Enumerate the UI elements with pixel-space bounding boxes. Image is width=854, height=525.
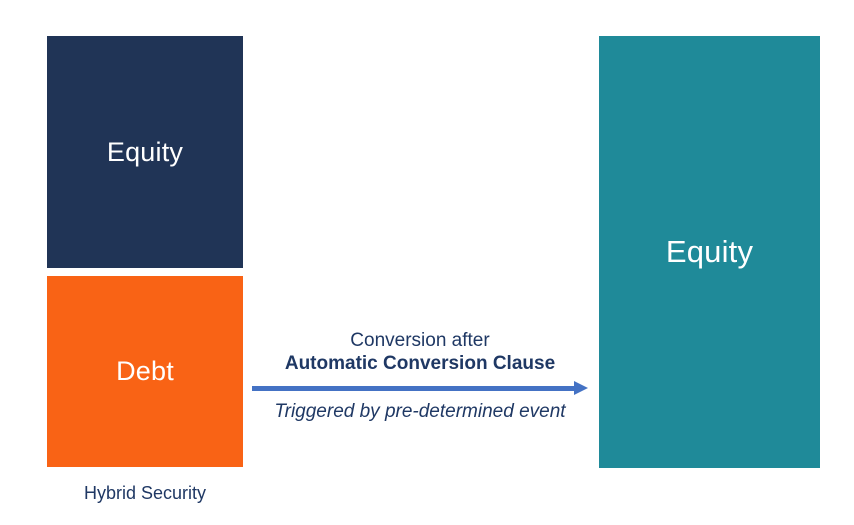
arrow-shaft [252, 386, 575, 391]
hybrid-security-caption: Hybrid Security [83, 483, 207, 503]
conversion-annotation: Conversion after Automatic Conversion Cl… [232, 329, 608, 375]
converted-equity-label: Equity [665, 234, 754, 269]
hybrid-debt-label: Debt [116, 356, 174, 386]
arrow-head [574, 381, 588, 395]
hybrid-debt-block: Debt [47, 276, 243, 467]
hybrid-equity-block: Equity [47, 36, 243, 268]
hybrid-equity-label: Equity [106, 136, 184, 167]
automatic-conversion-clause-text: Automatic Conversion Clause [284, 353, 556, 374]
conversion-arrow-icon [252, 381, 588, 396]
conversion-after-text: Conversion after [350, 330, 490, 351]
converted-equity-block: Equity [599, 36, 820, 468]
trigger-note-text: Triggered by pre-determined event [274, 401, 566, 422]
